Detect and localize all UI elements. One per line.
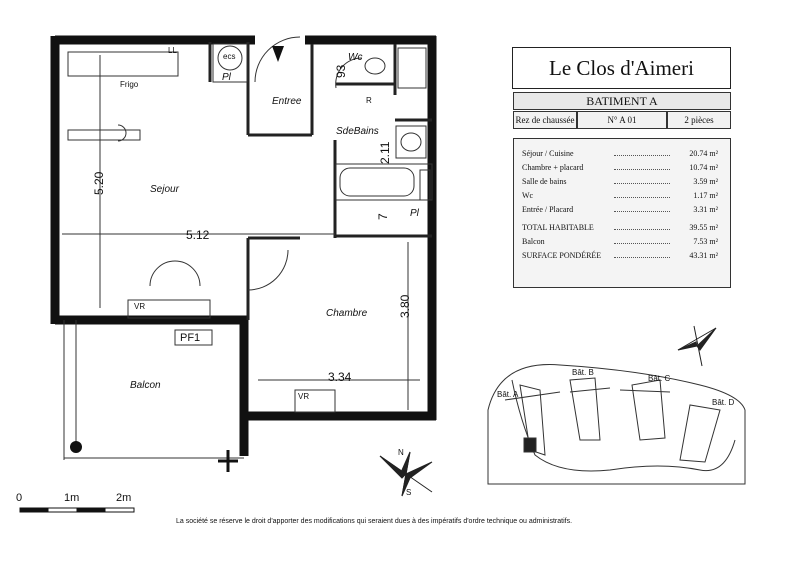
wc-label: Wc xyxy=(348,52,363,63)
pf1-label: PF1 xyxy=(180,332,201,344)
scale-2m: 2m xyxy=(116,492,132,504)
weighted-row: SURFACE PONDÉRÉE 43.31 m² xyxy=(522,251,718,260)
balcony-row: Balcon 7.53 m² xyxy=(522,237,718,246)
site-bat-d: Bât. D xyxy=(712,398,735,407)
wc-dimension: 93 xyxy=(334,64,348,78)
compass-small-icon xyxy=(677,325,717,367)
surface-row: Chambre + placard 10.74 m² xyxy=(522,163,718,172)
compass-large-icon xyxy=(379,451,433,497)
apartment-number: N° A 01 xyxy=(577,111,667,129)
bath-closet-label: Pl xyxy=(410,208,419,219)
project-title: Le Clos d'Aimeri xyxy=(512,47,731,89)
legal-footnote: La société se réserve le droit d'apporte… xyxy=(176,518,573,525)
compass-south-label: S xyxy=(406,488,412,497)
bedroom-shutter-label: VR xyxy=(298,392,310,401)
building-label: BATIMENT A xyxy=(513,92,731,110)
site-bat-b: Bât. B xyxy=(572,368,594,377)
scale-0: 0 xyxy=(16,492,23,504)
bedroom-width-dimension: 3.34 xyxy=(328,370,352,384)
surface-row: Séjour / Cuisine 20.74 m² xyxy=(522,149,718,158)
washing-machine-label: LL xyxy=(168,46,177,55)
r-label: R xyxy=(366,96,372,105)
living-width-dimension: 5.12 xyxy=(186,228,210,242)
surfaces-table: Séjour / Cuisine 20.74 m² Chambre + plac… xyxy=(513,138,731,288)
rooms-count: 2 pièces xyxy=(667,111,731,129)
scale-1m: 1m xyxy=(64,492,80,504)
bath-dimension-7: 7 xyxy=(376,213,390,220)
bathroom-label: SdeBains xyxy=(336,126,379,137)
level-label: Rez de chaussée xyxy=(513,111,577,129)
fridge-label: Frigo xyxy=(120,80,139,89)
total-row: TOTAL HABITABLE 39.55 m² xyxy=(522,223,718,232)
site-map xyxy=(487,364,746,485)
site-bat-c: Bât. C xyxy=(648,374,671,383)
surface-row: Salle de bains 3.59 m² xyxy=(522,177,718,186)
site-bat-a: Bât. A xyxy=(497,390,519,399)
surface-row: Entrée / Placard 3.31 m² xyxy=(522,205,718,214)
bedroom-height-dimension: 3.80 xyxy=(398,294,412,318)
living-height-dimension: 5.20 xyxy=(92,171,106,195)
bathroom-dimension: 2.11 xyxy=(378,141,392,164)
closet-label: Pl xyxy=(222,72,231,83)
balcony-label: Balcon xyxy=(130,380,161,391)
living-room-label: Sejour xyxy=(150,184,179,195)
bedroom-label: Chambre xyxy=(326,308,368,319)
living-shutter-label: VR xyxy=(134,302,146,311)
water-heater-label: ecs xyxy=(223,52,236,61)
entrance-label: Entree xyxy=(272,96,302,107)
surface-row: Wc 1.17 m² xyxy=(522,191,718,200)
apartment-info-row: Rez de chaussée N° A 01 2 pièces xyxy=(513,111,731,129)
scale-bar xyxy=(19,507,135,513)
compass-north-label: N xyxy=(398,448,404,457)
